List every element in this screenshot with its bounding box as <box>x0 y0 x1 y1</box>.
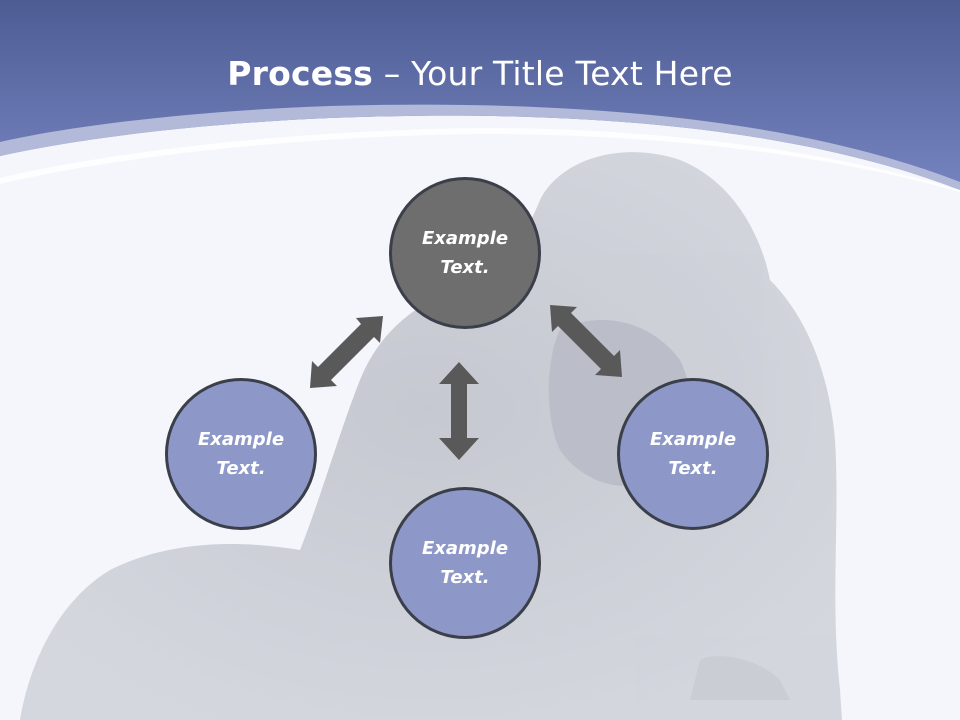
gorilla-photo <box>20 152 842 720</box>
double-arrow-top-right <box>550 305 622 377</box>
double-arrow-top-left <box>310 316 383 388</box>
node-left: Example Text. <box>165 378 317 530</box>
node-right: Example Text. <box>617 378 769 530</box>
node-center: Example Text. <box>389 177 541 329</box>
node-left-label: Example Text. <box>197 429 285 479</box>
title-bold: Process <box>227 54 374 93</box>
node-center-label: Example Text. <box>421 228 509 278</box>
double-arrow-vertical <box>439 362 479 460</box>
node-bottom: Example Text. <box>389 487 541 639</box>
arrows <box>310 305 622 460</box>
header-band <box>0 0 960 190</box>
node-bottom-label: Example Text. <box>421 538 509 588</box>
slide-title: Process – Your Title Text Here <box>0 52 960 96</box>
node-right-label: Example Text. <box>649 429 737 479</box>
header-swoosh <box>0 104 960 190</box>
title-rest: – Your Title Text Here <box>373 54 733 93</box>
